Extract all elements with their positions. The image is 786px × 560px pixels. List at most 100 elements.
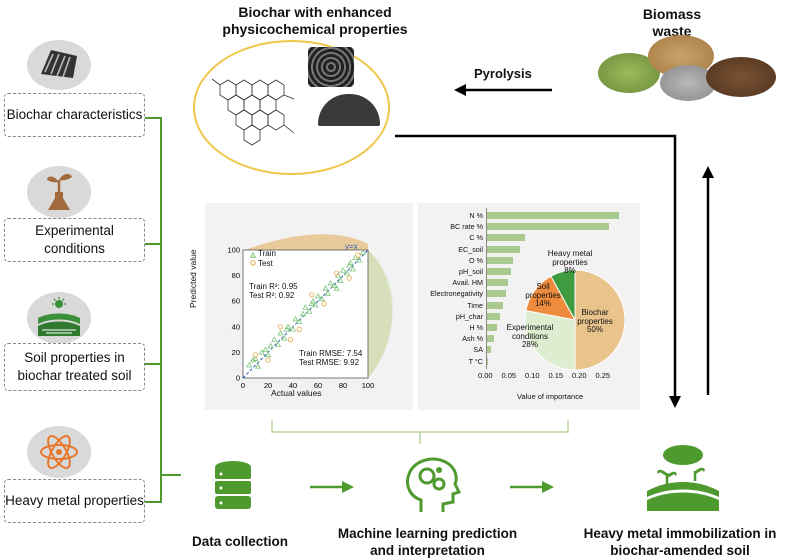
- importance-bar: [487, 245, 520, 253]
- x-tick-label: 0: [241, 381, 245, 390]
- pyrolysis-arrow: [454, 84, 552, 96]
- biochar-title: Biochar with enhanced physicochemical pr…: [222, 4, 408, 37]
- category-pie: [524, 269, 625, 371]
- legend-test-marker: [250, 260, 256, 266]
- x-tick-label: 80: [339, 381, 347, 390]
- feature-label: SA: [473, 345, 483, 355]
- feature-label: Ash %: [462, 334, 483, 344]
- x-tick-label: 60: [314, 381, 322, 390]
- biochar-pore-image: [308, 47, 354, 87]
- category-box-experimental: Experimental conditions: [4, 218, 145, 262]
- test-point: [355, 252, 361, 258]
- database-icon: [215, 461, 251, 509]
- test-point: [277, 324, 284, 330]
- train-point: [333, 285, 340, 291]
- category-box-soil: Soil properties in biochar treated soil: [4, 343, 145, 391]
- y-tick-label: 80: [232, 271, 240, 280]
- importance-xlabel: Value of importance: [517, 392, 584, 401]
- molecular-structure-image: [211, 78, 295, 146]
- train-point: [339, 267, 347, 273]
- category-bracket: [145, 117, 181, 503]
- train-point: [302, 304, 309, 310]
- step-data-collection: Data collection: [191, 534, 289, 549]
- train-point: [289, 326, 297, 332]
- x-tick-label: 0.25: [595, 370, 611, 380]
- train-point: [267, 342, 274, 349]
- top-density: [245, 234, 368, 250]
- feature-label: Electronegativity: [430, 289, 483, 299]
- importance-bar: [487, 223, 610, 231]
- feature-label: N %: [469, 211, 483, 220]
- atom-icon: [40, 435, 78, 469]
- train-point: [308, 300, 315, 306]
- category-box-heavy-metal: Heavy metal properties: [4, 479, 145, 523]
- y-tick-label: 40: [232, 322, 240, 331]
- test-point: [309, 292, 315, 298]
- scatter-eq: y=x: [345, 242, 358, 251]
- x-tick-label: 0.00: [478, 370, 493, 380]
- feature-label: C %: [469, 233, 483, 243]
- scatter-legend-test: Test: [258, 259, 273, 268]
- legend-train-marker: [249, 251, 257, 258]
- step-ml: Machine learning prediction and interpre…: [337, 526, 518, 558]
- brain-gears-icon: [406, 457, 462, 512]
- test-point: [334, 270, 340, 276]
- train-point: [331, 282, 338, 289]
- importance-bar: [487, 312, 501, 320]
- category-label: Soil properties in biochar treated soil: [17, 350, 132, 383]
- y-tick-label: 100: [227, 246, 240, 255]
- x-tick-label: 0.15: [548, 370, 564, 380]
- train-point: [314, 292, 322, 299]
- test-point: [252, 352, 259, 358]
- feature-label: pH_char: [455, 311, 483, 321]
- x-tick-label: 40: [289, 381, 297, 390]
- train-point: [327, 279, 334, 286]
- importance-bar: [487, 268, 511, 275]
- right-density-train: [368, 250, 393, 378]
- importance-bar: [487, 346, 491, 354]
- train-point: [254, 363, 262, 369]
- arrow-data-to-ml: [310, 481, 354, 493]
- train-point: [252, 355, 259, 362]
- train-point: [249, 356, 257, 363]
- flow-arrows: [395, 134, 714, 408]
- biochar-material-icon: [41, 50, 77, 78]
- importance-bar: [487, 335, 495, 343]
- feature-label: pH_soil: [459, 267, 483, 276]
- x-tick-label: 0.20: [572, 370, 587, 380]
- test-point: [265, 357, 271, 363]
- train-point: [306, 308, 313, 314]
- feature-label: H %: [469, 323, 483, 332]
- importance-bar: [487, 234, 525, 242]
- train-point: [274, 341, 282, 347]
- category-box-biochar: Biochar characteristics: [4, 93, 145, 137]
- biomass-waste-image: [598, 35, 776, 103]
- scatter-legend-train: Train: [258, 249, 276, 258]
- train-point: [324, 290, 332, 296]
- train-point: [343, 269, 350, 276]
- train-point: [349, 265, 357, 272]
- test-point: [346, 275, 352, 281]
- train-point: [246, 361, 253, 368]
- train-point: [283, 326, 290, 332]
- feature-label: EC_soil: [458, 244, 483, 254]
- train-point: [296, 318, 303, 324]
- amended-soil-icon: [647, 445, 719, 511]
- scatter-ylabel: Predicted value: [188, 249, 198, 308]
- category-label: Experimental conditions: [35, 223, 114, 256]
- scatter-xlabel: Actual values: [271, 388, 322, 398]
- soil-field-icon: [38, 297, 80, 336]
- importance-bar: [487, 324, 498, 331]
- train-point: [262, 346, 269, 353]
- category-label: Biochar characteristics: [6, 107, 143, 122]
- pie-slice: [574, 269, 625, 371]
- scatter-test-r2: Test R²: 0.92: [249, 291, 295, 300]
- importance-bar: [487, 256, 513, 264]
- importance-bar: [487, 301, 504, 309]
- charts-bracket: [271, 420, 569, 444]
- train-point: [292, 315, 299, 322]
